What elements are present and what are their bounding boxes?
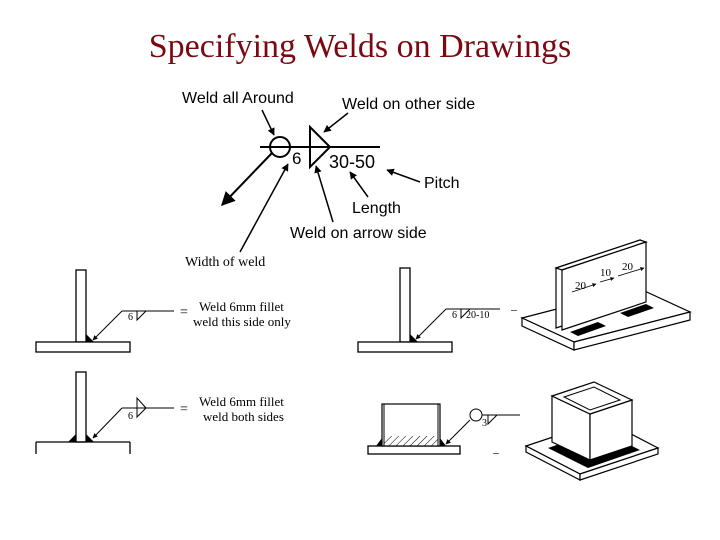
arrow-pitch	[386, 168, 421, 183]
vertical-plate	[75, 269, 87, 343]
fillet-symbol	[136, 310, 147, 322]
intermittent-weld-1	[570, 322, 606, 336]
weld-size-label: 6	[292, 149, 301, 168]
equals-sign: =	[180, 305, 188, 320]
base-plate	[35, 341, 131, 353]
example-fillet-both-sides: 6 = Weld 6mm fillet weld both sides	[35, 371, 284, 454]
arrow-arrow-side	[314, 165, 334, 223]
vertical-plate	[75, 371, 87, 443]
weld-hatch	[384, 436, 438, 446]
example-intermittent: 6 20-10 – 20 10 20	[357, 239, 692, 353]
equals-dash: –	[510, 302, 518, 316]
arrow-width-of-weld	[239, 163, 289, 253]
dim-label-10: 10	[600, 267, 612, 279]
weld-arrow-side-label: Weld on arrow side	[290, 225, 427, 242]
length-pitch: 20-10	[466, 310, 489, 321]
slide-title: Specifying Welds on Drawings	[148, 28, 572, 65]
fillet-symbol-other	[136, 396, 147, 409]
leader-line	[415, 308, 447, 340]
description-line-1: Weld 6mm fillet	[199, 394, 284, 409]
arrow-all-around	[261, 109, 275, 136]
fillet-symbol-arrow	[136, 407, 147, 419]
example-all-around: 3 –	[367, 381, 660, 481]
dim-label-20b: 20	[622, 261, 634, 273]
dim-line-20a	[571, 283, 597, 293]
leader-line	[92, 407, 123, 439]
iso-box-opening	[562, 386, 622, 411]
weld-symbol-main: 6 30-50	[221, 124, 380, 207]
base-plate	[357, 341, 453, 353]
equals-dash: –	[492, 445, 500, 459]
weld-all-around-circle	[269, 136, 291, 158]
dim-label-20a: 20	[575, 280, 587, 292]
example-fillet-this-side: 6 = Weld 6mm fillet weld this side only	[35, 269, 291, 353]
fillet-symbol-arrow-side	[309, 146, 333, 170]
leader-line	[92, 310, 123, 341]
symbol-size: 3	[482, 418, 487, 429]
fillet-weld-left	[376, 438, 382, 446]
leader-arrow-line	[221, 152, 273, 207]
vertical-plate	[399, 267, 411, 343]
all-around-circle	[469, 408, 483, 422]
description-line-2: weld this side only	[193, 314, 291, 329]
fillet-weld-right	[86, 434, 94, 442]
description-line-1: Weld 6mm fillet	[199, 299, 284, 314]
weld-other-side-label: Weld on other side	[342, 96, 475, 113]
weld-all-around-label: Weld all Around	[182, 90, 294, 107]
fillet-weld-left	[68, 434, 76, 442]
arrow-length	[349, 171, 369, 198]
equals-sign: =	[180, 402, 188, 417]
leader-line	[445, 419, 471, 445]
iso-base-plate-side	[579, 447, 659, 481]
fillet-symbol	[460, 308, 471, 320]
pitch-label: Pitch	[424, 175, 460, 192]
base-plate	[367, 445, 461, 455]
symbol-size: 6	[452, 310, 457, 321]
fillet-symbol	[487, 414, 498, 426]
fillet-weld	[86, 334, 94, 342]
description-line-2: weld both sides	[203, 409, 284, 424]
fillet-weld	[410, 334, 418, 342]
length-label: Length	[352, 200, 401, 217]
iso-vertical-plate-edge	[561, 241, 647, 331]
symbol-size: 6	[128, 312, 133, 323]
length-pitch-label: 30-50	[329, 152, 375, 172]
intermittent-weld-2	[620, 304, 654, 317]
iso-base-plate-side	[573, 311, 691, 351]
dim-line-10	[599, 277, 615, 283]
iso-box-top	[550, 381, 634, 415]
arrow-other-side	[323, 112, 349, 133]
width-of-weld-label: Width of weld	[185, 255, 265, 270]
symbol-size: 6	[128, 411, 133, 422]
dim-line-20b	[617, 267, 645, 277]
fillet-weld-right	[440, 438, 446, 446]
